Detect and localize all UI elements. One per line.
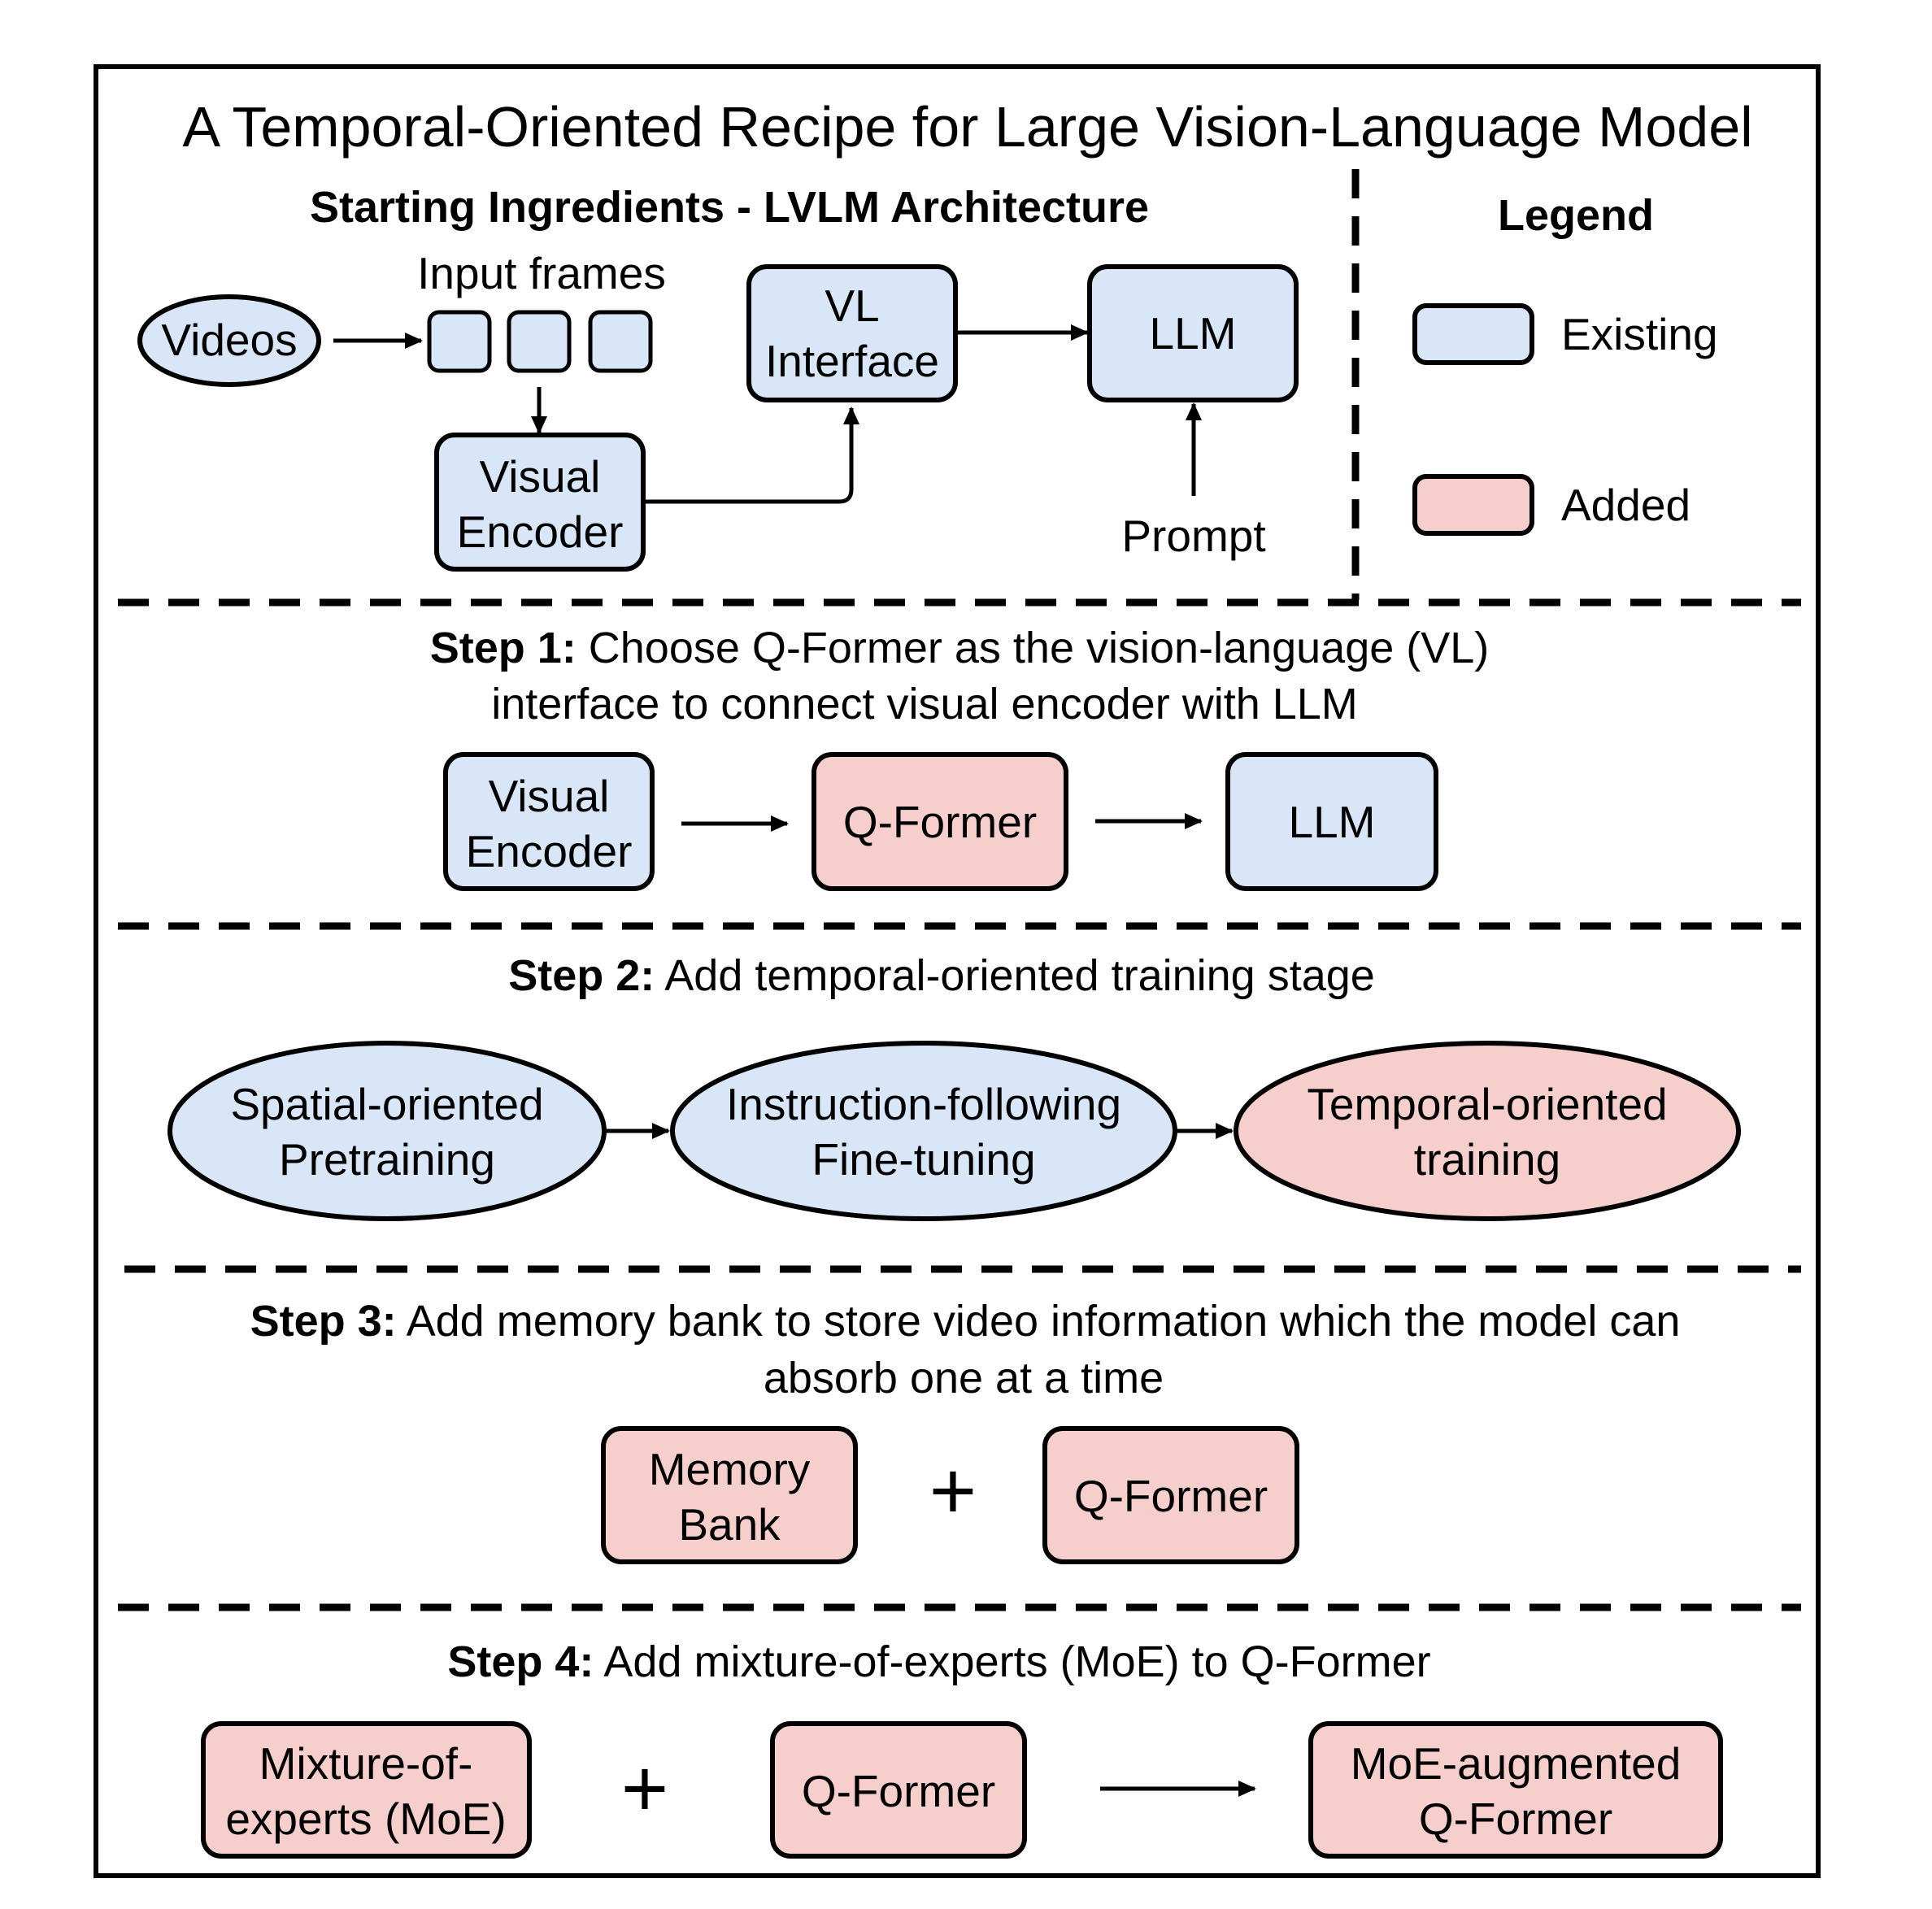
step3-memory-line2: Bank bbox=[678, 1499, 781, 1550]
step2-instruction-line2: Fine-tuning bbox=[812, 1134, 1035, 1185]
architecture-heading: Starting Ingredients - LVLM Architecture bbox=[310, 183, 1149, 232]
outer-frame bbox=[94, 64, 1821, 1878]
step2-temporal-line1: Temporal-oriented bbox=[1307, 1079, 1667, 1129]
step4-qformer-label: Q-Former bbox=[802, 1766, 995, 1816]
llm-box bbox=[1087, 264, 1299, 402]
step4-augmented-line2: Q-Former bbox=[1419, 1794, 1612, 1844]
step1-qformer-box bbox=[812, 752, 1068, 891]
page-title: A Temporal-Oriented Recipe for Large Vis… bbox=[182, 95, 1752, 159]
visual-encoder-label-line2: Encoder bbox=[457, 507, 624, 557]
step4-description: Step 4: Add mixture-of-experts (MoE) to … bbox=[447, 1637, 1430, 1686]
step1-qformer-label: Q-Former bbox=[843, 797, 1037, 847]
step1-description-line2: interface to connect visual encoder with… bbox=[491, 680, 1358, 728]
step4-augmented-box bbox=[1308, 1721, 1723, 1859]
step1-visual-encoder-box bbox=[443, 752, 655, 891]
step4-augmented-line1: MoE-augmented bbox=[1351, 1738, 1682, 1789]
step2-temporal-line2: training bbox=[1414, 1134, 1560, 1185]
input-frame-1 bbox=[427, 310, 492, 373]
legend-existing-label: Existing bbox=[1561, 309, 1718, 359]
input-frame-2 bbox=[507, 310, 572, 373]
step1-description-line1: Step 1: Choose Q-Former as the vision-la… bbox=[430, 624, 1490, 672]
step1-visual-encoder-line2: Encoder bbox=[466, 826, 633, 876]
prompt-label: Prompt bbox=[1121, 511, 1265, 561]
step3-qformer-box bbox=[1042, 1426, 1299, 1564]
step3-description-line2: absorb one at a time bbox=[764, 1354, 1164, 1402]
videos-label: Videos bbox=[161, 315, 297, 365]
step4-moe-line1: Mixture-of- bbox=[259, 1738, 473, 1789]
arrow-encoder-to-vl-interface bbox=[645, 407, 859, 504]
videos-ellipse bbox=[137, 294, 321, 387]
vl-interface-label-line1: VL bbox=[825, 280, 879, 331]
llm-label: LLM bbox=[1150, 308, 1237, 359]
step4-qformer-box bbox=[770, 1721, 1027, 1859]
step2-temporal-ellipse bbox=[1234, 1041, 1741, 1221]
step2-description: Step 2: Add temporal-oriented training s… bbox=[508, 951, 1375, 1000]
input-frames-label: Input frames bbox=[417, 248, 666, 298]
step1-llm-box bbox=[1225, 752, 1438, 891]
step4-plus: + bbox=[621, 1743, 668, 1834]
step1-llm-label: LLM bbox=[1289, 797, 1376, 847]
legend-added-swatch bbox=[1412, 474, 1534, 536]
step3-memory-bank-box bbox=[601, 1426, 858, 1564]
step4-moe-box bbox=[201, 1721, 532, 1859]
step3-plus: + bbox=[929, 1446, 977, 1537]
visual-encoder-box bbox=[434, 433, 646, 572]
step2-instruction-ellipse bbox=[670, 1041, 1177, 1221]
step1-visual-encoder-line1: Visual bbox=[489, 771, 610, 821]
visual-encoder-label-line1: Visual bbox=[480, 451, 601, 502]
step3-qformer-label: Q-Former bbox=[1074, 1471, 1268, 1521]
step2-spatial-line2: Pretraining bbox=[279, 1134, 495, 1185]
step4-moe-line2: experts (MoE) bbox=[225, 1794, 506, 1844]
step3-memory-line1: Memory bbox=[649, 1444, 811, 1494]
step3-description-line1: Step 3: Add memory bank to store video i… bbox=[250, 1297, 1681, 1346]
vl-interface-box bbox=[746, 264, 958, 402]
step2-spatial-line1: Spatial-oriented bbox=[230, 1079, 543, 1129]
vl-interface-label-line2: Interface bbox=[765, 336, 939, 386]
step2-instruction-line1: Instruction-following bbox=[726, 1079, 1121, 1129]
legend-added-label: Added bbox=[1561, 480, 1690, 530]
legend-existing-swatch bbox=[1412, 303, 1534, 365]
legend-heading: Legend bbox=[1498, 191, 1654, 240]
step2-spatial-ellipse bbox=[168, 1041, 607, 1221]
input-frame-3 bbox=[588, 310, 653, 373]
